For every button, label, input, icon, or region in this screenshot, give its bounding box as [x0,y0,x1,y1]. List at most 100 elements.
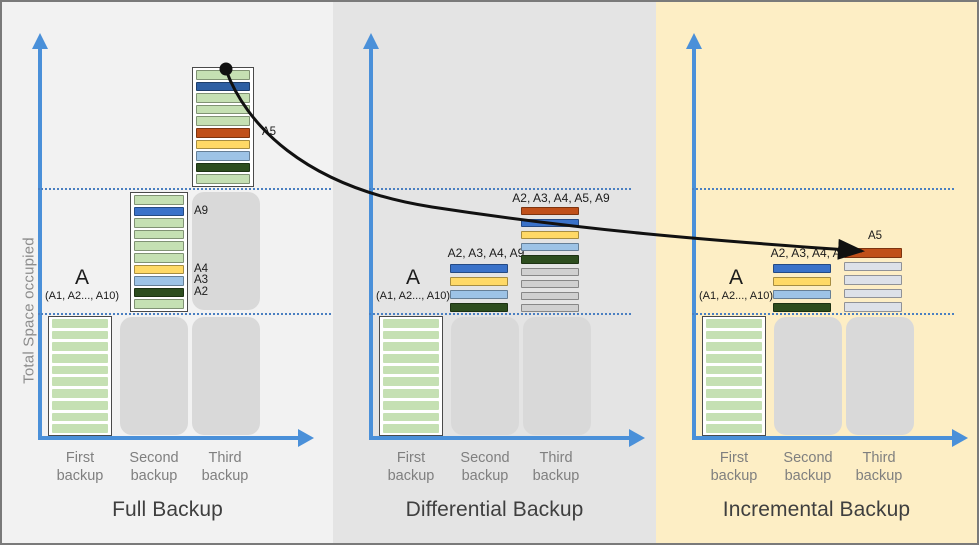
xtick-first-backup: First backup [710,450,758,484]
stripe-grey-stripe-pale [844,261,902,272]
annotation-a9: A9 [194,205,209,217]
stripe-green-light [706,400,762,410]
x-axis-arrowhead-full [298,429,314,447]
stripe-blue-med [134,206,184,217]
panel-differential-backup: A (A1, A2..., A10) A2, A3, A4, A9 A2, A3… [333,2,656,543]
stripe-green-light [134,252,184,263]
y-axis-arrowhead-incr [686,33,702,49]
stripe-green-light [134,299,184,309]
y-axis-label: Total Space occupied [20,237,38,384]
xtick-third-backup: Third backup [532,450,580,484]
stripe-blue-pale [450,290,508,299]
bar-diff-second-backup[interactable] [450,264,508,312]
stripe-green-light [706,342,762,352]
stripe-green-light [52,330,108,340]
x-axis-diff [369,436,631,440]
xtick-third-backup: Third backup [201,450,249,484]
stripe-green-light [706,377,762,387]
bar-incr-first-backup[interactable] [702,316,766,436]
y-axis-full [38,47,42,440]
stripe-green-light [196,104,250,115]
annotation-a5: A5 [262,126,277,138]
stripe-green-light [196,174,250,184]
reference-line-upper-diff [369,188,631,190]
x-axis-arrowhead-incr [952,429,968,447]
stripe-yellow [521,231,579,240]
placeholder-slab-third-lower [846,317,914,435]
stripe-blue-med [450,264,508,273]
y-axis-arrowhead-full [32,33,48,49]
y-axis-diff [369,47,373,440]
bar-incr-second-backup[interactable] [773,264,831,312]
x-axis-incr [692,436,954,440]
bar-full-first-backup[interactable] [48,316,112,436]
reference-line-lower-full [38,313,623,315]
stripe-green-dark [521,255,579,264]
stripe-green-light [52,412,108,422]
bar-diff-first-backup[interactable] [379,316,443,436]
panel-full-backup: Total Space occupied A (A1, A2..., A10) … [2,2,623,543]
stripe-green-light [134,195,184,205]
first-backup-label-main: A [405,266,420,289]
stripe-green-light [383,330,439,340]
stripe-yellow [450,277,508,286]
bar-incr-third-backup[interactable] [844,248,902,312]
stripe-green-light [134,218,184,228]
stripe-green-light [52,400,108,410]
stripe-green-light [383,319,439,328]
stripe-green-dark [450,303,508,312]
bar-full-third-backup[interactable] [192,67,254,187]
reference-line-upper-incr [692,188,954,190]
xtick-second-backup: Second backup [783,450,833,484]
stripe-green-light [383,424,439,433]
xtick-second-backup: Second backup [129,450,179,484]
bar-full-second-backup[interactable] [130,192,188,312]
first-backup-label-sub: (A1, A2..., A10) [45,290,119,302]
stripe-orange [521,207,579,216]
panel-title-differential-backup: Differential Backup [405,498,584,521]
stripe-blue-pale [196,151,250,161]
stripe-green-light [383,377,439,387]
stripe-blue-dark [196,81,250,92]
stripe-green-light [706,424,762,433]
stripe-green-light [52,424,108,433]
bar-diff-third-backup[interactable] [521,207,579,312]
first-backup-label-sub: (A1, A2..., A10) [376,290,450,302]
annotation-a4: A4 [194,263,209,275]
reference-line-lower-incr [692,313,954,315]
stripe-grey-stripe [521,267,579,276]
stripe-green-dark [773,303,831,312]
xtick-first-backup: First backup [387,450,435,484]
stripe-green-light [196,70,250,80]
stripe-green-light [706,412,762,422]
xtick-second-backup: Second backup [460,450,510,484]
stripe-grey-stripe-pale [844,275,902,285]
stripe-blue-med [521,219,579,228]
placeholder-slab-second-lower [451,317,519,435]
panel-title-incremental-backup: Incremental Backup [722,498,911,521]
stripe-blue-med [773,264,831,273]
y-axis-arrowhead-diff [363,33,379,49]
stripe-green-light [383,354,439,363]
stripe-green-dark [196,162,250,173]
first-backup-label-main: A [728,266,743,289]
stripe-yellow [773,277,831,286]
stripe-green-light [706,319,762,328]
stripe-green-light [383,365,439,375]
stripe-orange [196,127,250,138]
stripe-green-light [52,319,108,328]
placeholder-slab-third-lower [192,317,260,435]
stripe-green-light [383,400,439,410]
stripe-green-light [706,365,762,375]
stripe-green-light [134,241,184,251]
stripe-green-light [706,354,762,363]
stripe-yellow [134,264,184,275]
stripe-green-light [196,93,250,103]
group-label-diff-second: A2, A3, A4, A9 [447,246,525,260]
stripe-green-light [52,389,108,398]
stripe-orange [844,248,902,258]
annotation-a2: A2 [194,286,209,298]
placeholder-slab-third-lower [523,317,591,435]
stripe-green-light [52,365,108,375]
